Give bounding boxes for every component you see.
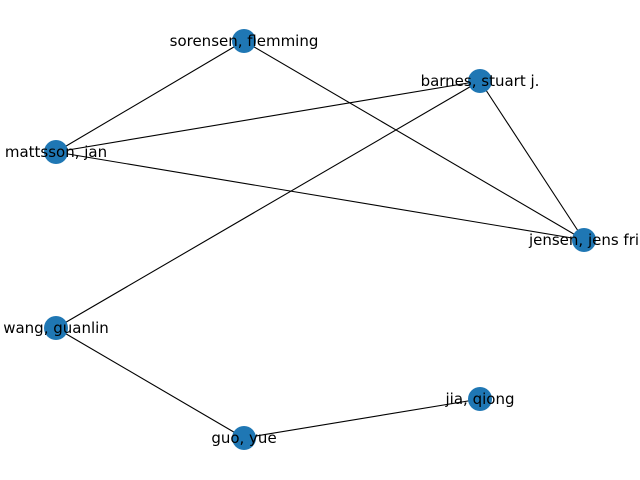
node-label-wang: wang, guanlin bbox=[3, 319, 109, 337]
node-wang bbox=[44, 316, 68, 340]
labels-layer: sorensen, flemming barnes, stuart j. matts… bbox=[3, 32, 639, 447]
node-label-sorensen: sorensen, flemming bbox=[170, 32, 319, 50]
nodes-layer bbox=[44, 29, 596, 450]
node-label-jia: jia, qiong bbox=[445, 390, 515, 408]
node-label-jensen: jensen, jens fri bbox=[528, 231, 639, 249]
edge-mattsson-jensen bbox=[55, 151, 585, 241]
edge-wang-guo bbox=[55, 327, 245, 439]
edge-barnes-wang bbox=[55, 80, 481, 329]
node-jia bbox=[468, 387, 492, 411]
edges-layer bbox=[55, 40, 585, 439]
node-barnes bbox=[468, 69, 492, 93]
node-label-barnes: barnes, stuart j. bbox=[421, 72, 540, 90]
edge-barnes-mattsson bbox=[55, 80, 481, 153]
node-label-guo: guo, yue bbox=[211, 429, 276, 447]
node-guo bbox=[232, 426, 256, 450]
edge-barnes-jensen bbox=[479, 80, 585, 241]
edge-sorensen-mattsson bbox=[55, 40, 245, 153]
node-jensen bbox=[572, 228, 596, 252]
node-sorensen bbox=[232, 29, 256, 53]
edge-guo-jia bbox=[243, 398, 481, 439]
node-mattsson bbox=[44, 140, 68, 164]
edge-sorensen-jensen bbox=[243, 40, 585, 241]
node-label-mattsson: mattsson, jan bbox=[5, 143, 107, 161]
